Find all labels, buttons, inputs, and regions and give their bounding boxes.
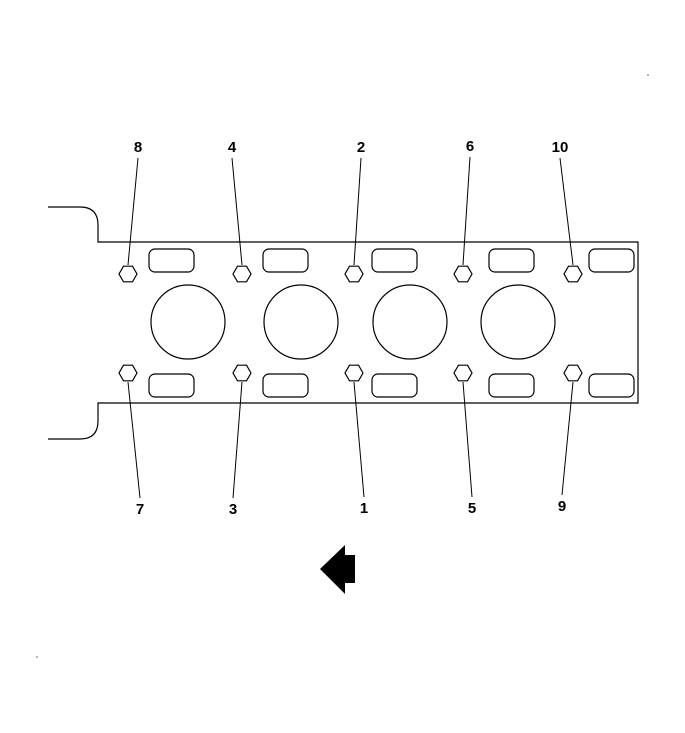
port-slot: [371, 248, 418, 273]
bolt-sequence-label: 2: [357, 139, 365, 156]
leader-line: [462, 156, 471, 266]
port-slot: [148, 248, 195, 273]
leader-line: [353, 157, 362, 266]
leader-line: [561, 381, 574, 496]
bolt-hex-icon: [118, 364, 138, 382]
leader-line: [231, 157, 243, 266]
port-slot: [588, 373, 635, 398]
bolt-hex-icon: [563, 265, 583, 283]
bolt-sequence-label: 7: [136, 501, 144, 518]
cylinder-bore: [150, 284, 226, 360]
cylinder-bore: [372, 284, 448, 360]
leader-line: [353, 381, 365, 498]
bolt-sequence-label: 6: [466, 138, 474, 155]
port-slot: [588, 248, 635, 273]
port-slot: [488, 248, 535, 273]
bolt-hex-icon: [232, 364, 252, 382]
port-slot: [262, 373, 309, 398]
bolt-hex-icon: [344, 364, 364, 382]
speck-mark: [647, 74, 649, 76]
port-slot: [371, 373, 418, 398]
bolt-sequence-label: 5: [468, 500, 476, 517]
bolt-hex-icon: [344, 265, 364, 283]
port-slot: [488, 373, 535, 398]
leader-line: [559, 157, 574, 266]
bolt-sequence-label: 10: [552, 139, 569, 156]
gasket-outline: [48, 206, 639, 440]
bolt-hex-icon: [453, 265, 473, 283]
port-slot: [262, 248, 309, 273]
bolt-sequence-label: 4: [228, 139, 237, 156]
leader-line: [232, 381, 243, 499]
bolt-hex-icon: [563, 364, 583, 382]
bolt-sequence-label: 9: [558, 498, 566, 515]
bolt-hex-icon: [118, 265, 138, 283]
bolt-hex-icon: [232, 265, 252, 283]
bolt-sequence-label: 1: [360, 500, 368, 517]
leader-line: [127, 381, 141, 499]
cylinder-bore: [480, 284, 556, 360]
port-slot: [148, 373, 195, 398]
bolt-sequence-label: 3: [229, 501, 237, 518]
speck-mark: [36, 656, 38, 658]
leader-line: [462, 381, 473, 498]
bolt-hex-icon: [453, 364, 473, 382]
bolt-sequence-label: 8: [134, 139, 142, 156]
cylinder-bore: [263, 284, 339, 360]
left-arrow-icon: [320, 545, 355, 594]
leader-line: [127, 157, 139, 266]
